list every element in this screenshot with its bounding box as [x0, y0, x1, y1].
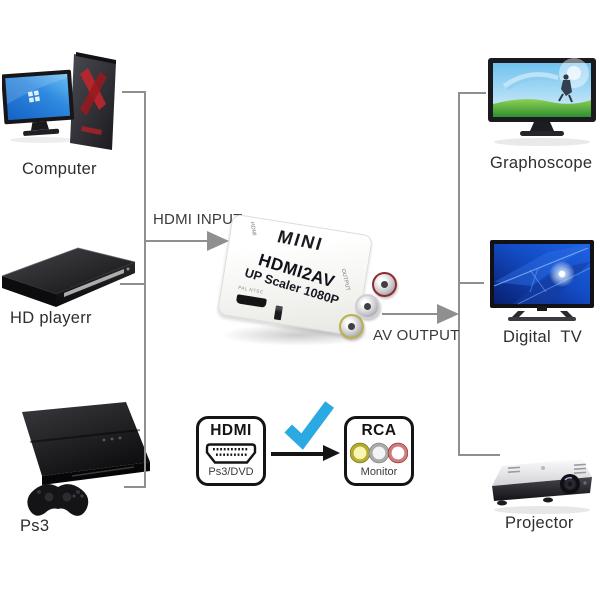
- hdmi-source-title: HDMI: [210, 422, 252, 439]
- pal-ntsc-switch-icon: [273, 305, 283, 321]
- computer-image: [2, 52, 116, 150]
- check-icon: [284, 401, 335, 450]
- rca-red-jack: [388, 443, 408, 463]
- ps3-stub-line: [124, 486, 146, 488]
- hdmi-input-line: [145, 240, 209, 242]
- av-output-label: AV OUTPUT: [373, 327, 460, 344]
- rca-target-box: RCA Monitor: [344, 416, 414, 486]
- hd-player-image: [2, 247, 136, 307]
- graphoscope-label: Graphoscope: [490, 154, 593, 172]
- rca-yellow-jack: [350, 443, 370, 463]
- hdmi-source-subtitle: Ps3/DVD: [208, 466, 254, 478]
- digital-tv-image: [490, 240, 594, 321]
- rca-target-subtitle: Monitor: [360, 466, 398, 478]
- ps3-console: [22, 402, 150, 476]
- graphoscope-image: [488, 58, 596, 146]
- computer-monitor: [2, 69, 75, 136]
- hd-player-stub-line: [120, 283, 146, 285]
- ps3-image: [22, 402, 150, 516]
- rca-connectors-icon: [350, 442, 408, 464]
- hdmi-source-box: HDMI Ps3/DVD: [196, 416, 266, 486]
- hdmi2av-converter-image: MINI HDMI OUTPUT HDMI2AV UP Scaler 1080P…: [216, 213, 404, 366]
- computer-stub-line: [122, 91, 146, 93]
- av-output-line: [382, 313, 440, 315]
- graphoscope-stub-line: [460, 92, 486, 94]
- converter-front-text: PAL NTSC: [237, 284, 264, 295]
- rca-target-title: RCA: [361, 422, 397, 439]
- rca-jack-red-icon: [372, 272, 397, 297]
- rca-jack-yellow-icon: [339, 314, 364, 339]
- conversion-arrow-icon: [323, 445, 340, 461]
- hdmi-input-label: HDMI INPUT: [153, 211, 243, 228]
- hdmi-connector-icon: [205, 442, 257, 464]
- rca-jack-white-icon: [355, 294, 380, 319]
- av-output-arrow-icon: [437, 304, 459, 324]
- projector-image: [492, 459, 592, 514]
- hd-player-label: HD playerr: [10, 309, 92, 327]
- hdmi-input-arrow-icon: [207, 231, 229, 251]
- right-bracket-line: [458, 92, 460, 456]
- computer-label: Computer: [22, 160, 97, 178]
- digital-tv-stub-line: [460, 282, 484, 284]
- ps3-controller: [27, 484, 89, 516]
- left-bracket-line: [144, 91, 146, 488]
- projector-stub-line: [460, 454, 500, 456]
- hdmi-port-icon: [235, 294, 267, 308]
- ps3-label: Ps3: [20, 517, 50, 535]
- conversion-arrow-line: [271, 452, 325, 456]
- digital-tv-label: Digital TV: [503, 328, 583, 346]
- disc-tray: [64, 269, 124, 297]
- rca-white-jack: [369, 443, 389, 463]
- projector-label: Projector: [505, 514, 574, 532]
